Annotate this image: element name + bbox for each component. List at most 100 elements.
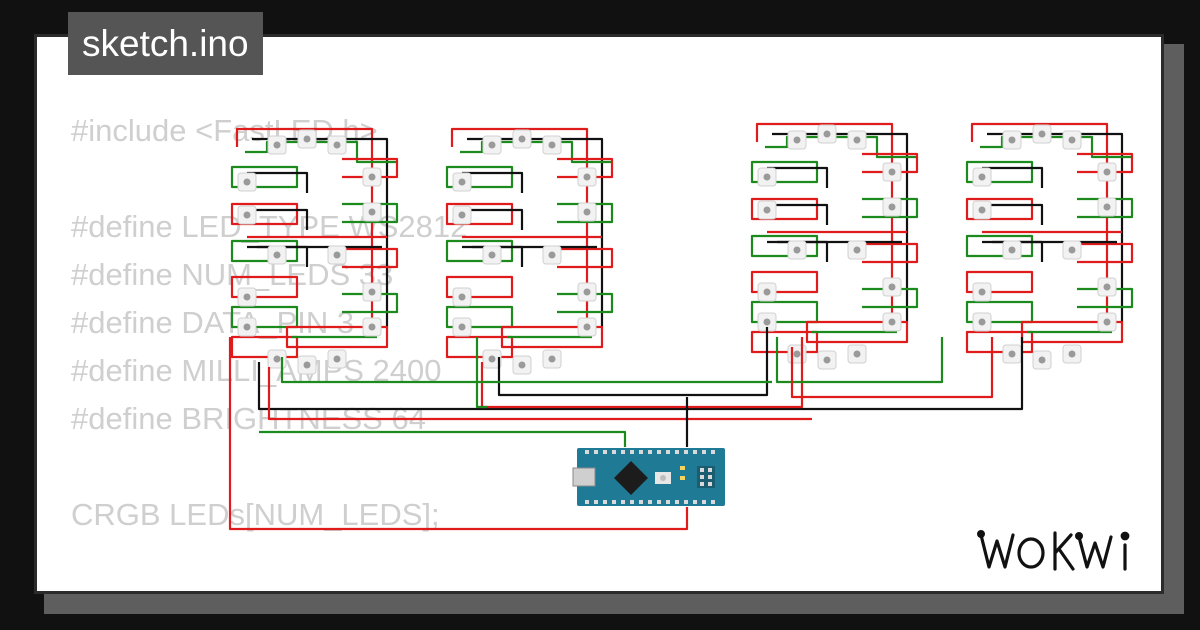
led-pixel[interactable]	[327, 245, 347, 265]
header-pin	[657, 450, 661, 454]
led-pixel[interactable]	[1062, 130, 1082, 150]
ground-wire	[982, 166, 1044, 188]
led-pixel[interactable]	[237, 205, 257, 225]
led-pixel[interactable]	[452, 205, 472, 225]
led-pixel[interactable]	[237, 287, 257, 307]
icsp-pin	[700, 475, 704, 479]
led-pixel[interactable]	[882, 277, 902, 297]
ground-wire	[767, 203, 829, 225]
led-pixel[interactable]	[1097, 197, 1117, 217]
led-pixel[interactable]	[482, 349, 502, 369]
led-pixel[interactable]	[482, 135, 502, 155]
ground-wire	[257, 337, 1024, 411]
led-pixel[interactable]	[267, 245, 287, 265]
led-pixel[interactable]	[1032, 350, 1052, 370]
segment-wire	[445, 202, 514, 226]
led-pixel[interactable]	[1062, 344, 1082, 364]
led-pixel[interactable]	[512, 355, 532, 375]
led-pixel[interactable]	[452, 172, 472, 192]
led-pixel[interactable]	[817, 350, 837, 370]
header-pin	[621, 450, 625, 454]
led-pixel[interactable]	[297, 355, 317, 375]
led-pixel[interactable]	[327, 135, 347, 155]
ground-wire	[467, 137, 604, 327]
led-pixel[interactable]	[1002, 240, 1022, 260]
led-pixel[interactable]	[847, 240, 867, 260]
header-pin	[639, 500, 643, 504]
led-pixel[interactable]	[297, 129, 317, 149]
led-pixel[interactable]	[847, 344, 867, 364]
segment-wire	[805, 320, 909, 344]
led-pixel[interactable]	[327, 349, 347, 369]
segment-wire	[230, 202, 299, 226]
led-pixel[interactable]	[1097, 277, 1117, 297]
led-pixel[interactable]	[1097, 162, 1117, 182]
ground-wire	[247, 208, 309, 230]
circuit-diagram[interactable]	[37, 37, 1164, 594]
led-pixel[interactable]	[972, 200, 992, 220]
led-pixel[interactable]	[542, 245, 562, 265]
led-pixel[interactable]	[1002, 344, 1022, 364]
led-pixel[interactable]	[972, 282, 992, 302]
led-pixel[interactable]	[972, 312, 992, 332]
led-pixel[interactable]	[577, 167, 597, 187]
led-pixel[interactable]	[362, 167, 382, 187]
power-wire	[235, 127, 374, 337]
segment-wire	[965, 270, 1034, 294]
led-pixel[interactable]	[1002, 130, 1022, 150]
led-pixel[interactable]	[757, 200, 777, 220]
led-pixel[interactable]	[1032, 124, 1052, 144]
ground-wire	[252, 137, 389, 327]
segment-wire	[445, 275, 514, 299]
header-pin	[648, 450, 652, 454]
code-line: #define LED_TYPE WS2812	[71, 209, 468, 244]
header-pin	[702, 450, 706, 454]
led-pixel[interactable]	[847, 130, 867, 150]
led-pixel[interactable]	[542, 349, 562, 369]
led-pixel[interactable]	[237, 317, 257, 337]
led-pixel[interactable]	[1062, 240, 1082, 260]
header-pin	[630, 500, 634, 504]
led-pixel[interactable]	[787, 240, 807, 260]
led-pixel[interactable]	[577, 202, 597, 222]
file-title: sketch.ino	[68, 12, 263, 75]
led-pixel[interactable]	[972, 167, 992, 187]
header-pin	[612, 500, 616, 504]
header-pin	[693, 450, 697, 454]
led-pixel[interactable]	[882, 312, 902, 332]
header-pin	[684, 450, 688, 454]
led-pixel[interactable]	[787, 344, 807, 364]
segment-wire	[750, 330, 819, 354]
reset-button-cap	[660, 475, 666, 481]
segment-wire	[445, 335, 514, 359]
code-line: CRGB LEDs[NUM_LEDS];	[71, 497, 440, 532]
led-pixel[interactable]	[882, 162, 902, 182]
power-wire	[755, 122, 894, 332]
led-pixel[interactable]	[542, 135, 562, 155]
led-pixel[interactable]	[267, 135, 287, 155]
led-pixel[interactable]	[1097, 312, 1117, 332]
led-pixel[interactable]	[757, 312, 777, 332]
segment-wire	[750, 234, 819, 258]
led-pixel[interactable]	[482, 245, 502, 265]
ground-wire	[772, 132, 909, 322]
led-pixel[interactable]	[362, 317, 382, 337]
led-pixel[interactable]	[452, 287, 472, 307]
segment-wire	[965, 234, 1034, 258]
led-pixel[interactable]	[577, 282, 597, 302]
led-pixel[interactable]	[817, 124, 837, 144]
led-pixel[interactable]	[757, 167, 777, 187]
led-pixel[interactable]	[362, 202, 382, 222]
led-pixel[interactable]	[757, 282, 777, 302]
header-pin	[585, 500, 589, 504]
led-pixel[interactable]	[267, 349, 287, 369]
led-pixel[interactable]	[512, 129, 532, 149]
led-pixel[interactable]	[452, 317, 472, 337]
led-pixel[interactable]	[577, 317, 597, 337]
led-pixel[interactable]	[362, 282, 382, 302]
data-wire	[280, 357, 772, 384]
ground-wire	[982, 203, 1044, 225]
led-pixel[interactable]	[237, 172, 257, 192]
led-pixel[interactable]	[787, 130, 807, 150]
led-pixel[interactable]	[882, 197, 902, 217]
